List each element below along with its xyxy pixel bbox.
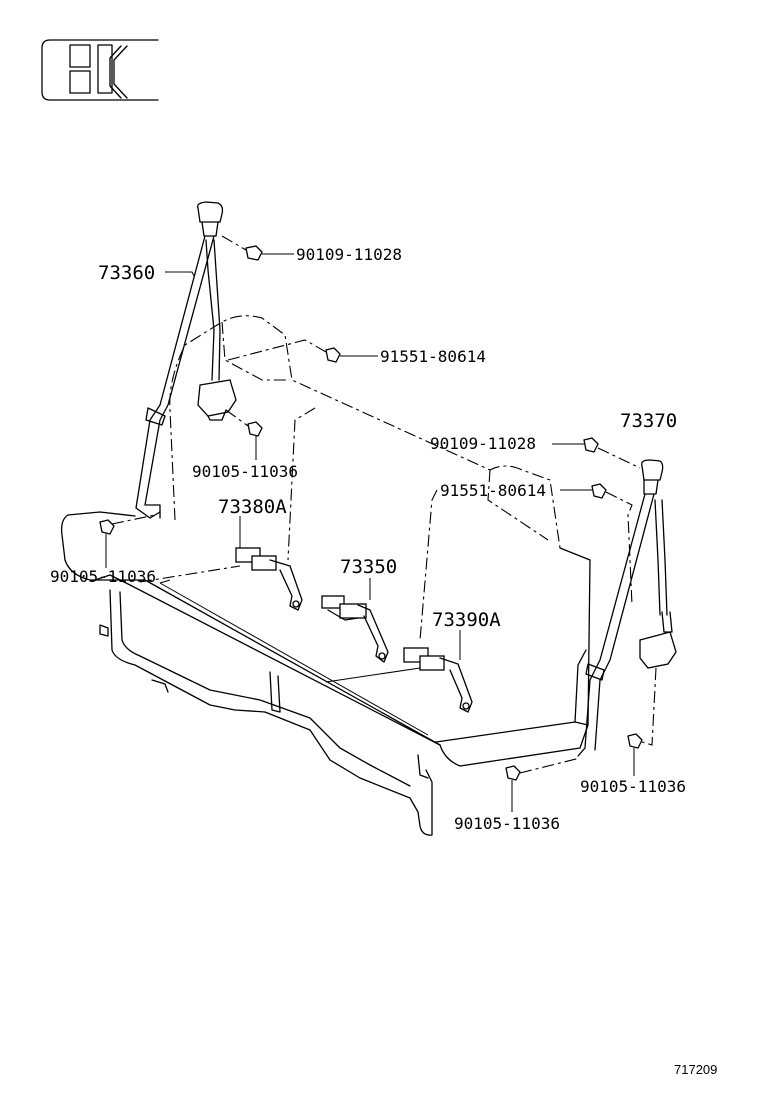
seat-frame bbox=[109, 589, 433, 836]
callout-90105-11036-retractor-left: 90105-11036 bbox=[192, 462, 298, 481]
vehicle-location-icon bbox=[41, 39, 159, 101]
callout-90109-11028-upper-left: 90109-11028 bbox=[296, 245, 402, 264]
callout-90105-11036-floor-center: 90105-11036 bbox=[454, 814, 560, 833]
callout-73390A: 73390A bbox=[432, 609, 501, 631]
assembly-lines bbox=[111, 235, 657, 774]
outer-seat-belt-left bbox=[135, 201, 237, 519]
bolt-icon bbox=[99, 245, 643, 781]
buckle-73350 bbox=[321, 595, 389, 663]
callout-90109-11028-right: 90109-11028 bbox=[430, 434, 536, 453]
callout-91551-80614-right: 91551-80614 bbox=[440, 481, 546, 500]
callout-73370: 73370 bbox=[620, 410, 677, 432]
callout-90105-11036-right: 90105-11036 bbox=[580, 777, 686, 796]
callout-91551-80614-upper-left: 91551-80614 bbox=[380, 347, 486, 366]
leader-lines bbox=[105, 253, 635, 812]
seat-back-outline bbox=[169, 315, 561, 549]
outer-seat-belt-right bbox=[577, 459, 677, 757]
callout-90105-11036-floor-left: 90105-11036 bbox=[50, 567, 156, 586]
buckle-73390A bbox=[403, 647, 473, 713]
callout-73380A: 73380A bbox=[218, 496, 287, 518]
buckle-73380A bbox=[235, 547, 303, 611]
callout-73350: 73350 bbox=[340, 556, 397, 578]
seat-cushion-outline bbox=[60, 514, 591, 767]
callout-73360: 73360 bbox=[98, 262, 155, 284]
figure-id: 717209 bbox=[674, 1062, 717, 1077]
bench-seat bbox=[60, 315, 591, 836]
